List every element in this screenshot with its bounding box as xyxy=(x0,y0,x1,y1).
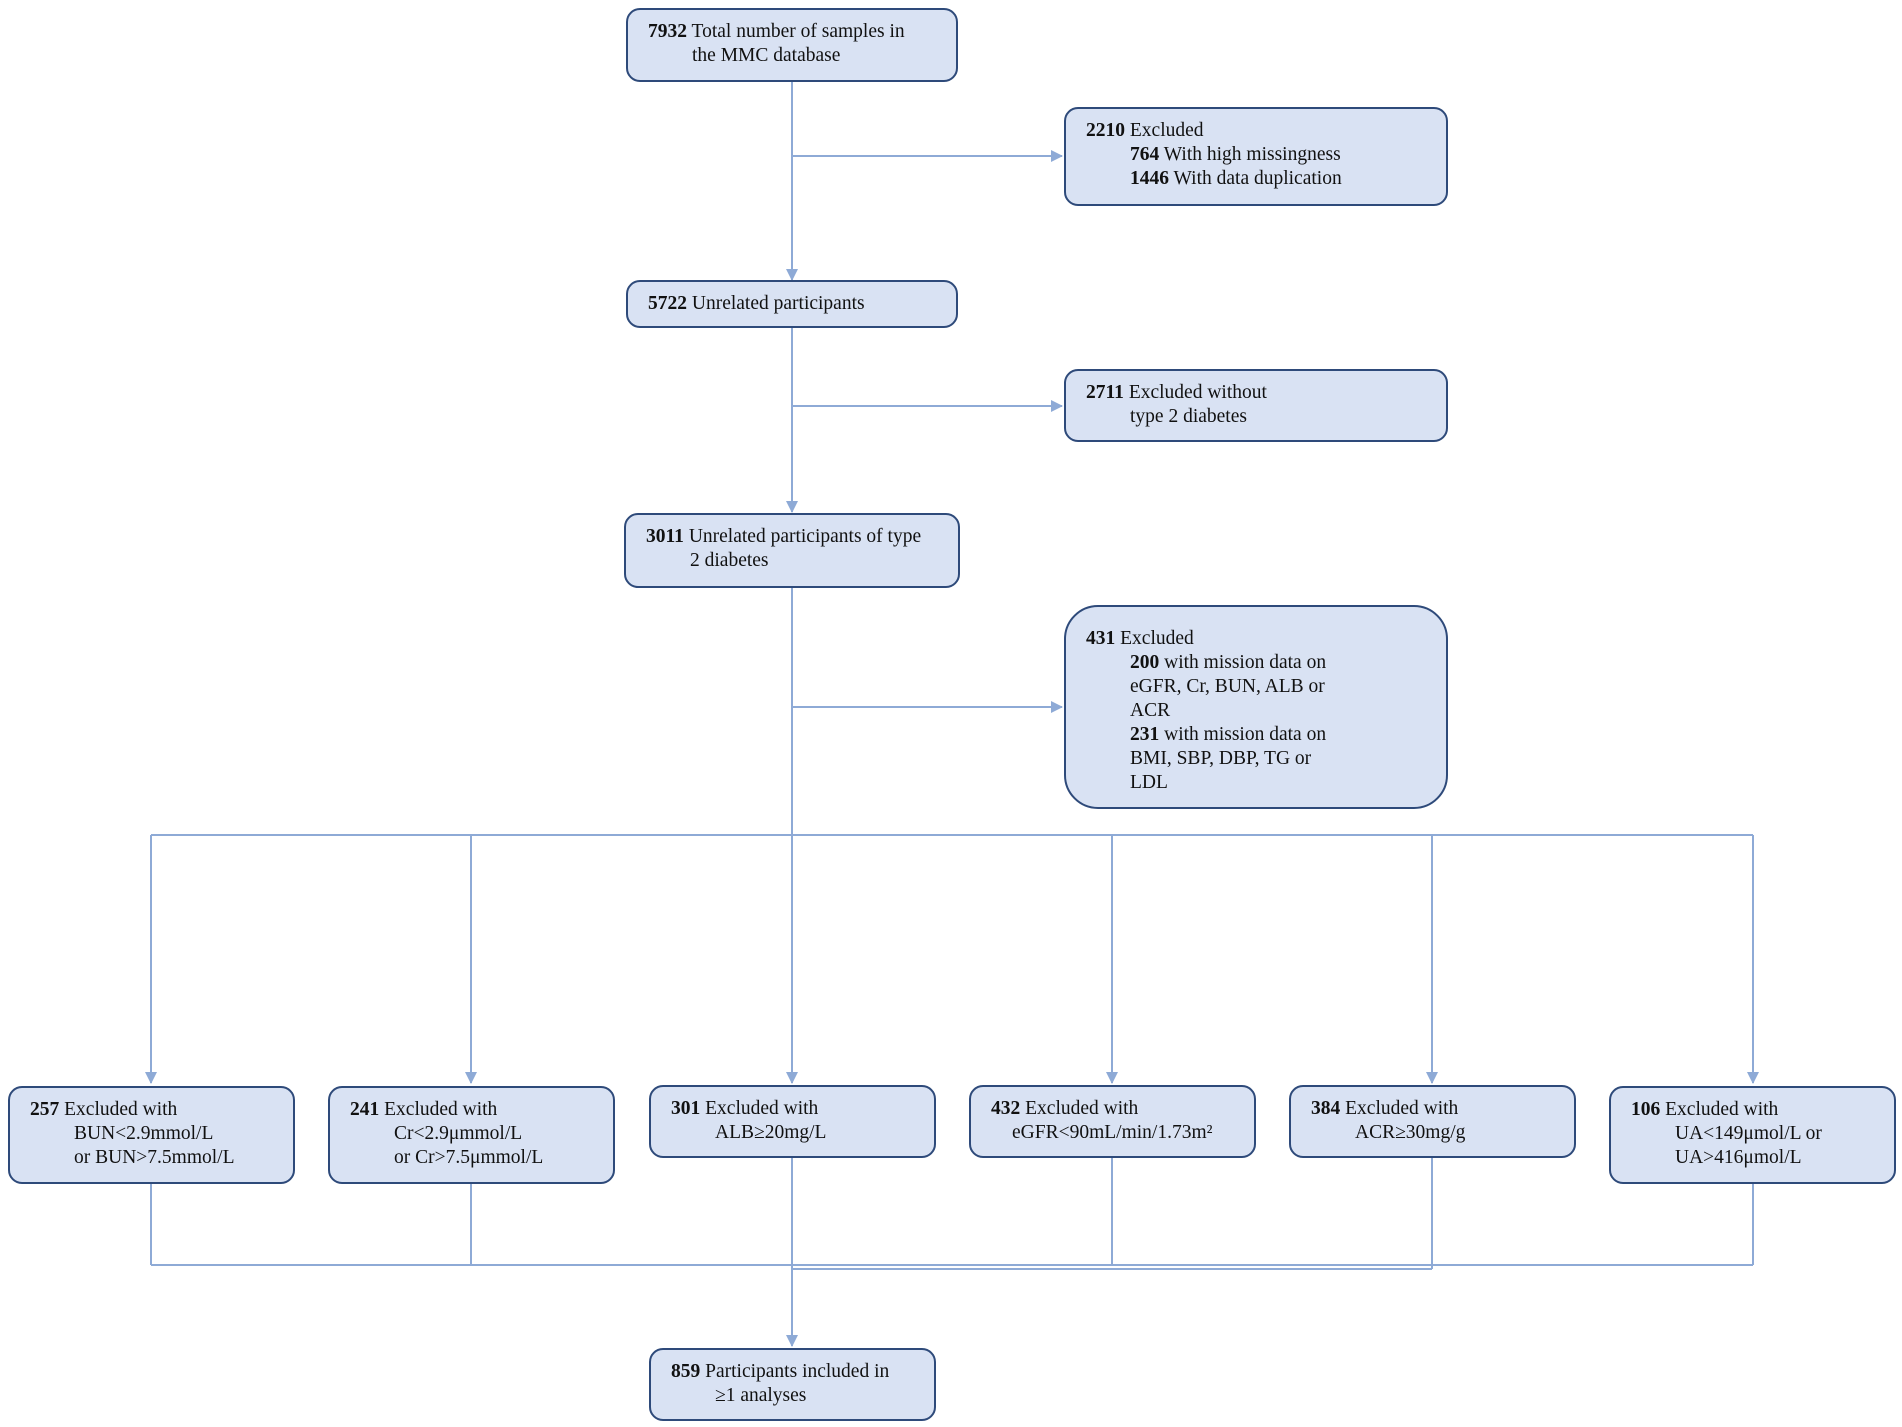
node-excluded-acr: 384 Excluded with ACR≥30mg/g xyxy=(1289,1085,1576,1158)
node-count: 241 xyxy=(350,1099,380,1120)
node-text: ALB≥20mg/L xyxy=(715,1122,827,1143)
node-excluded-cr: 241 Excluded with Cr<2.9μmmol/L or Cr>7.… xyxy=(328,1086,615,1184)
node-text: Excluded with xyxy=(64,1099,178,1120)
node-final-participants: 859 Participants included in ≥1 analyses xyxy=(649,1348,936,1421)
node-text: Excluded with xyxy=(1025,1098,1139,1119)
node-text: Excluded with xyxy=(1345,1098,1459,1119)
node-text: Participants included in xyxy=(705,1361,890,1382)
sub-text: LDL xyxy=(1130,772,1168,793)
node-text: UA<149μmol/L or xyxy=(1675,1123,1822,1144)
node-text: or BUN>7.5mmol/L xyxy=(74,1147,235,1168)
node-excluded-2210: 2210 Excluded 764 With high missingness … xyxy=(1064,107,1448,206)
node-text: Excluded xyxy=(1129,120,1204,141)
node-text: type 2 diabetes xyxy=(1130,406,1247,427)
node-text: ≥1 analyses xyxy=(715,1385,807,1406)
node-count: 431 xyxy=(1086,628,1116,649)
node-excluded-bun: 257 Excluded with BUN<2.9mmol/L or BUN>7… xyxy=(8,1086,295,1184)
node-count: 2210 xyxy=(1086,120,1125,141)
node-count: 2711 xyxy=(1086,382,1124,403)
node-excluded-alb: 301 Excluded with ALB≥20mg/L xyxy=(649,1085,936,1158)
node-text: 2 diabetes xyxy=(690,550,769,571)
sub-text: eGFR, Cr, BUN, ALB or xyxy=(1130,676,1325,697)
sub-count: 200 xyxy=(1130,652,1160,673)
sub-item: 231 with mission data on xyxy=(1086,723,1432,747)
node-text: or Cr>7.5μmmol/L xyxy=(394,1147,544,1168)
node-text: eGFR<90mL/min/1.73m² xyxy=(1012,1122,1213,1143)
node-text: Excluded with xyxy=(384,1099,498,1120)
node-excluded-2711: 2711 Excluded without type 2 diabetes xyxy=(1064,369,1448,442)
sub-count: 231 xyxy=(1130,724,1160,745)
node-excluded-431: 431 Excluded 200 with mission data on eG… xyxy=(1064,605,1448,809)
sub-item: 200 with mission data on xyxy=(1086,651,1432,675)
node-excluded-ua: 106 Excluded with UA<149μmol/L or UA>416… xyxy=(1609,1086,1896,1184)
node-text: the MMC database xyxy=(692,45,841,66)
sub-item: 764 With high missingness xyxy=(1086,143,1432,167)
node-excluded-egfr: 432 Excluded with eGFR<90mL/min/1.73m² xyxy=(969,1085,1256,1158)
node-count: 3011 xyxy=(646,526,684,547)
node-count: 301 xyxy=(671,1098,701,1119)
sub-text: ACR xyxy=(1130,700,1171,721)
node-total-samples: 7932 Total number of samples in the MMC … xyxy=(626,8,958,82)
node-count: 859 xyxy=(671,1361,701,1382)
node-count: 384 xyxy=(1311,1098,1341,1119)
node-text: Excluded with xyxy=(705,1098,819,1119)
node-count: 7932 xyxy=(648,21,687,42)
node-text: BUN<2.9mmol/L xyxy=(74,1123,214,1144)
node-count: 5722 xyxy=(648,293,687,314)
sub-item: 1446 With data duplication xyxy=(1086,167,1432,191)
sub-text: with mission data on xyxy=(1164,652,1327,673)
node-count: 257 xyxy=(30,1099,60,1120)
node-text: Unrelated participants xyxy=(691,293,865,314)
node-text: Excluded with xyxy=(1665,1099,1779,1120)
sub-text: with mission data on xyxy=(1164,724,1327,745)
sub-count: 764 xyxy=(1130,144,1160,165)
sub-text: With high missingness xyxy=(1163,144,1341,165)
sub-text: With data duplication xyxy=(1173,168,1342,189)
node-count: 432 xyxy=(991,1098,1021,1119)
node-count: 106 xyxy=(1631,1099,1661,1120)
node-text: Excluded xyxy=(1120,628,1194,649)
node-text: Unrelated participants of type xyxy=(688,526,922,547)
sub-text: BMI, SBP, DBP, TG or xyxy=(1130,748,1312,769)
node-text: Excluded without xyxy=(1128,382,1267,403)
node-text: Total number of samples in xyxy=(691,21,905,42)
sub-count: 1446 xyxy=(1130,168,1169,189)
node-text: UA>416μmol/L xyxy=(1675,1147,1802,1168)
node-type2-diabetes: 3011 Unrelated participants of type 2 di… xyxy=(624,513,960,588)
node-text: ACR≥30mg/g xyxy=(1355,1122,1466,1143)
node-text: Cr<2.9μmmol/L xyxy=(394,1123,523,1144)
node-unrelated-participants: 5722 Unrelated participants xyxy=(626,280,958,328)
